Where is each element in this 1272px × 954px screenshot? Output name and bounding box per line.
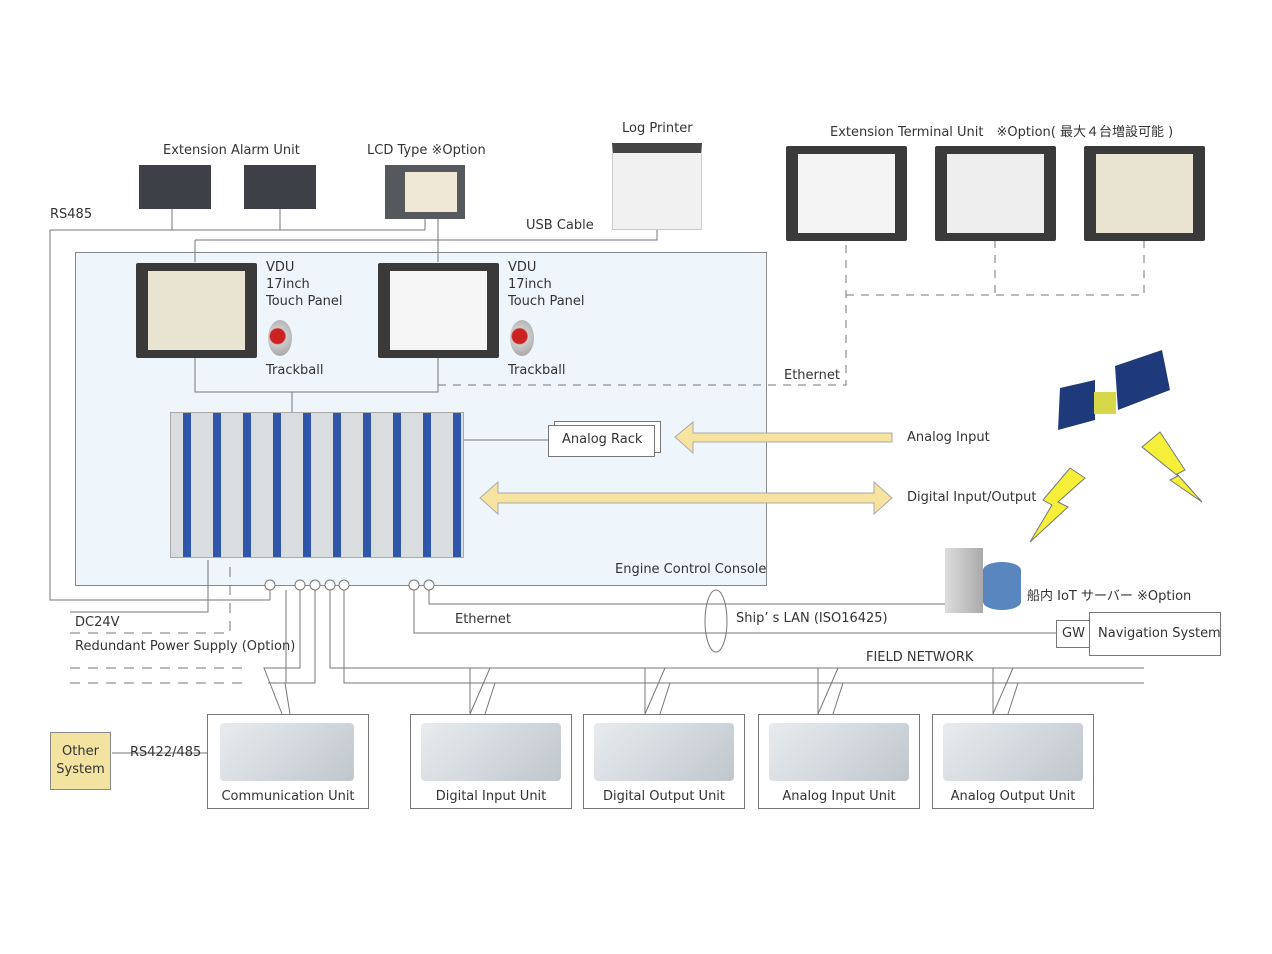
database-icon: [983, 562, 1021, 610]
trackball-label-2: Trackball: [508, 363, 566, 378]
other-system-box: Other System: [50, 732, 111, 790]
satellite-icon: [1058, 350, 1170, 430]
analog-input-label: Analog Input: [907, 430, 990, 445]
other-system-line1: Other: [62, 744, 99, 759]
unit-label: Analog Output Unit: [950, 789, 1076, 804]
signal-bolt-icon: [1029, 467, 1086, 543]
log-printer-label: Log Printer: [622, 121, 693, 136]
extension-alarm-unit: [139, 165, 211, 209]
digital-input-unit: Digital Input Unit: [410, 714, 572, 809]
vdu-monitor-1: [136, 263, 257, 358]
unit-label: Digital Output Unit: [602, 789, 726, 804]
main-control-rack: [170, 412, 464, 558]
vdu1-line1: VDU: [266, 260, 295, 275]
gw-label: GW: [1062, 626, 1085, 641]
iot-server-icon: [945, 548, 983, 613]
vdu1-line3: Touch Panel: [266, 294, 343, 309]
ethernet-label: Ethernet: [455, 612, 511, 627]
communication-unit: Communication Unit: [207, 714, 369, 809]
other-system-line2: System: [56, 762, 105, 777]
vdu-monitor-2: [378, 263, 499, 358]
usb-cable-label: USB Cable: [526, 218, 594, 233]
vdu2-line3: Touch Panel: [508, 294, 585, 309]
unit-label: Analog Input Unit: [782, 789, 896, 804]
vdu1-line2: 17inch: [266, 277, 310, 292]
digital-output-unit: Digital Output Unit: [583, 714, 745, 809]
analog-output-unit: Analog Output Unit: [932, 714, 1094, 809]
ships-lan-label: Ship’ s LAN (ISO16425): [736, 611, 888, 626]
gw-box: [1056, 620, 1090, 648]
ethernet-terminal-label: Ethernet: [784, 368, 840, 383]
iot-server-label: 船内 IoT サーバー ※Option: [1027, 589, 1192, 604]
lcd-alarm-unit: [385, 165, 465, 219]
trackball-icon: [268, 320, 292, 356]
digital-io-arrow: [479, 480, 893, 516]
unit-label: Digital Input Unit: [435, 789, 547, 804]
lcd-type-label: LCD Type ※Option: [367, 143, 486, 158]
trackball-label-1: Trackball: [266, 363, 324, 378]
field-network-label: FIELD NETWORK: [866, 650, 974, 665]
extension-terminal-label: Extension Terminal Unit ※Option( 最大４台増設可…: [830, 125, 1174, 140]
console-title: Engine Control Console: [615, 562, 767, 577]
unit-label: Communication Unit: [221, 789, 355, 804]
extension-alarm-unit-label: Extension Alarm Unit: [163, 143, 300, 158]
navigation-system-box: [1089, 612, 1221, 656]
vdu2-line1: VDU: [508, 260, 537, 275]
vdu2-line2: 17inch: [508, 277, 552, 292]
digital-io-label: Digital Input/Output: [907, 490, 1037, 505]
rs422-label: RS422/485: [130, 745, 202, 760]
rs485-line: [49, 208, 426, 601]
log-printer-icon: [612, 143, 702, 230]
extension-alarm-unit: [244, 165, 316, 209]
analog-input-unit: Analog Input Unit: [758, 714, 920, 809]
dc24v-label: DC24V: [75, 615, 120, 630]
extension-terminal-monitor: [786, 146, 907, 241]
analog-rack-label: Analog Rack: [562, 432, 643, 447]
redundant-power-label: Redundant Power Supply (Option): [75, 639, 296, 654]
extension-terminal-monitor: [1084, 146, 1205, 241]
navigation-system-label: Navigation System: [1098, 626, 1221, 641]
ethernet-terminal-line: [438, 240, 1145, 386]
rs485-label: RS485: [50, 207, 93, 222]
trackball-icon: [510, 320, 534, 356]
signal-bolt-icon: [1141, 431, 1203, 503]
analog-input-arrow: [674, 420, 893, 455]
dc24v-line: [70, 560, 209, 613]
analog-rack-box: [548, 425, 655, 457]
extension-terminal-monitor: [935, 146, 1056, 241]
